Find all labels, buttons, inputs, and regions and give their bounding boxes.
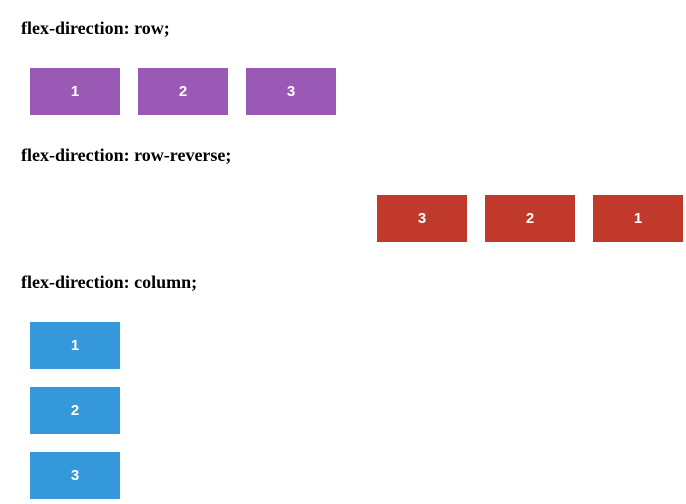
flex-item: 1 (593, 195, 683, 242)
flex-row-reverse-heading: flex-direction: row-reverse; (21, 145, 232, 165)
flex-item: 1 (30, 322, 120, 369)
flex-item: 2 (138, 68, 228, 115)
flex-item: 2 (30, 387, 120, 434)
flex-item: 3 (246, 68, 336, 115)
flex-item: 3 (377, 195, 467, 242)
flex-column-container: 1 2 3 (0, 322, 686, 499)
flex-row-container: 1 2 3 (0, 68, 686, 115)
flex-column-heading: flex-direction: column; (21, 272, 198, 292)
flex-item: 2 (485, 195, 575, 242)
flex-item: 3 (30, 452, 120, 499)
flex-row-reverse-container: 1 2 3 (0, 195, 686, 242)
flex-column-section: flex-direction: column; 1 2 3 (0, 272, 686, 499)
flex-row-reverse-section: flex-direction: row-reverse; 1 2 3 (0, 145, 686, 242)
flex-row-heading: flex-direction: row; (21, 18, 170, 38)
flex-row-section: flex-direction: row; 1 2 3 (0, 18, 686, 115)
flex-item: 1 (30, 68, 120, 115)
